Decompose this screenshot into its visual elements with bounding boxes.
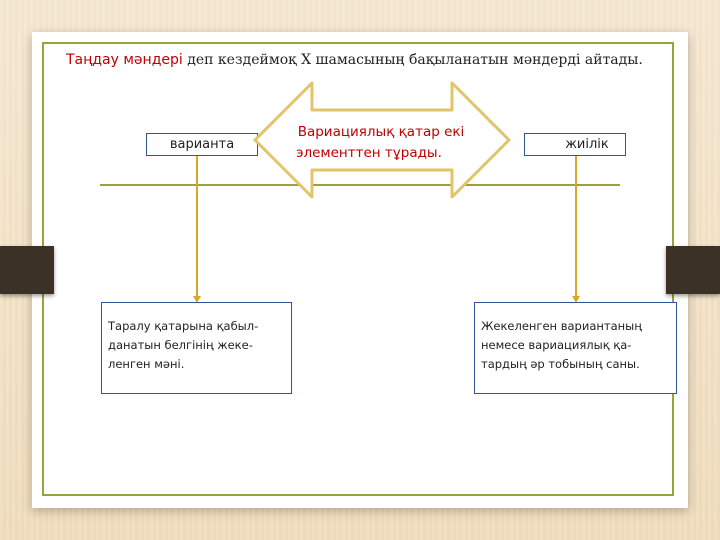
right-connector-arrowhead bbox=[572, 296, 580, 303]
title-highlight: Таңдау мәндері bbox=[66, 52, 183, 68]
frequency-desc-line-2: немесе вариациялық қа- bbox=[481, 338, 632, 352]
varianta-description-box: Таралу қатарына қабыл- данатын белгінің … bbox=[101, 302, 292, 394]
arrow-text-line-1: Вариациялық қатар екі bbox=[297, 124, 465, 140]
varianta-desc-line-1: Таралу қатарына қабыл- bbox=[108, 319, 259, 333]
arrow-text-line-2: элементтен тұрады. bbox=[296, 145, 442, 161]
varianta-label: варианта bbox=[169, 137, 235, 152]
varianta-desc-line-2: данатын белгінің жеке- bbox=[108, 338, 253, 352]
frequency-label: жиілік bbox=[565, 137, 609, 152]
title-rest: деп кездеймоқ X шамасының бақыланатын мә… bbox=[182, 52, 643, 68]
frequency-label-box: жиілік bbox=[524, 133, 626, 156]
varianta-desc-line-3: ленген мәні. bbox=[108, 357, 185, 371]
left-side-tab bbox=[0, 246, 54, 294]
frequency-desc-line-1: Жекеленген вариантаның bbox=[481, 319, 642, 333]
left-connector-arrowhead bbox=[193, 296, 201, 303]
right-side-tab bbox=[666, 246, 720, 294]
slide-title: Таңдау мәндері деп кездеймоқ X шамасының… bbox=[66, 52, 643, 68]
frequency-desc-line-3: тардың әр тобының саны. bbox=[481, 357, 640, 371]
right-connector bbox=[575, 155, 577, 297]
double-arrow-text: Вариациялық қатар екі элементтен тұрады. bbox=[268, 122, 494, 164]
horizontal-divider bbox=[100, 184, 620, 186]
double-arrow-shape bbox=[253, 81, 511, 199]
frequency-description-box: Жекеленген вариантаның немесе вариациялы… bbox=[474, 302, 677, 394]
varianta-label-box: варианта bbox=[146, 133, 258, 156]
left-connector bbox=[196, 155, 198, 297]
